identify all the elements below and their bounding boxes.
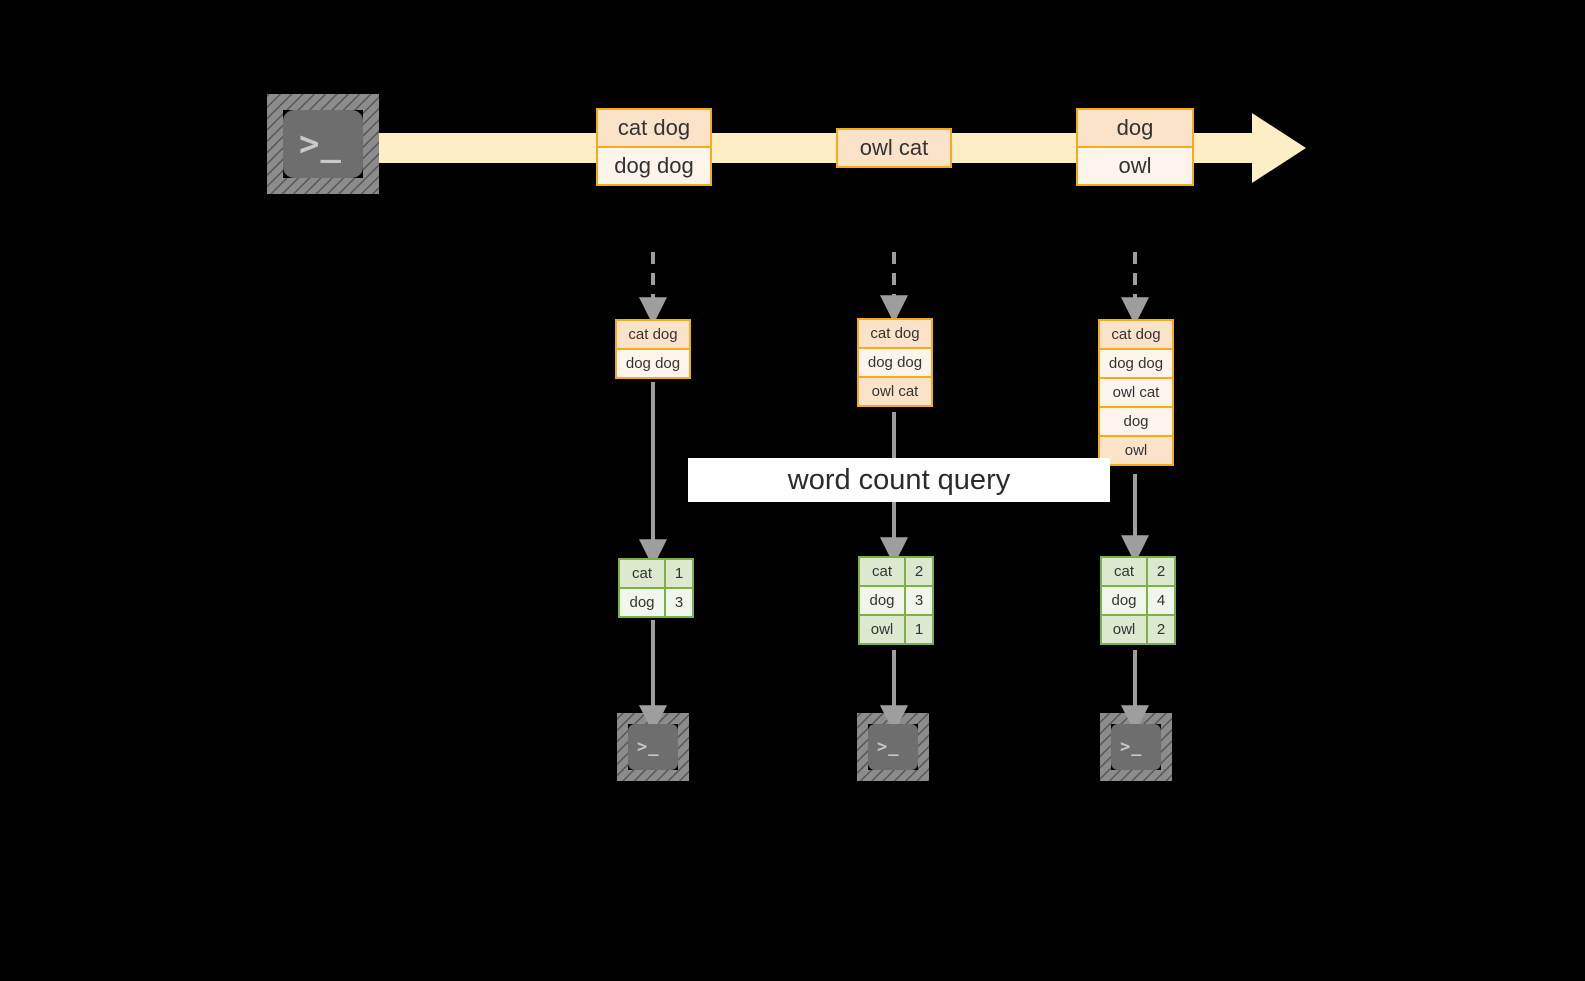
- stream-event-line: owl cat: [836, 128, 952, 168]
- result-table-row: dog 3: [858, 585, 934, 616]
- result-count: 4: [1146, 585, 1176, 616]
- result-word: cat: [618, 558, 666, 589]
- stream-event-line: owl: [1076, 146, 1194, 186]
- result-word: dog: [1100, 585, 1148, 616]
- stream-event-group-3: dog owl: [1076, 108, 1194, 186]
- stream-event-line: dog: [1076, 108, 1194, 148]
- result-word: cat: [858, 556, 906, 587]
- input-table-row: owl: [1098, 435, 1174, 466]
- result-table-row: dog 4: [1100, 585, 1176, 616]
- stream-event-line: cat dog: [596, 108, 712, 148]
- result-count: 1: [664, 558, 694, 589]
- terminal-prompt: >_: [1120, 737, 1143, 757]
- sink-terminal-icon-3: >_: [1111, 724, 1161, 770]
- terminal-prompt: >_: [637, 737, 660, 757]
- terminal-body: [283, 110, 363, 178]
- input-table-3: cat dog dog dog owl cat dog owl: [1098, 319, 1174, 466]
- stream-event-group-2: owl cat: [836, 128, 952, 168]
- result-table-row: cat 1: [618, 558, 694, 589]
- result-count: 2: [1146, 614, 1176, 645]
- input-table-row: dog dog: [1098, 348, 1174, 379]
- input-table-row: cat dog: [857, 318, 933, 349]
- result-word: owl: [858, 614, 906, 645]
- result-count: 1: [904, 614, 934, 645]
- result-table-row: cat 2: [858, 556, 934, 587]
- result-word: dog: [858, 585, 906, 616]
- result-word: dog: [618, 587, 666, 618]
- result-word: owl: [1100, 614, 1148, 645]
- input-table-row: dog: [1098, 406, 1174, 437]
- result-table-1: cat 1 dog 3: [618, 558, 694, 618]
- input-table-row: dog dog: [857, 347, 933, 378]
- input-table-row: cat dog: [615, 319, 691, 350]
- query-label-text: word count query: [787, 463, 1011, 496]
- result-count: 3: [664, 587, 694, 618]
- input-table-row: owl cat: [1098, 377, 1174, 408]
- result-table-row: cat 2: [1100, 556, 1176, 587]
- result-word: cat: [1100, 556, 1148, 587]
- stream-to-input-arrows: [639, 252, 1149, 326]
- sink-terminal-icon-1: >_: [628, 724, 678, 770]
- stream-event-line: dog dog: [596, 146, 712, 186]
- sink-terminal-icon-2: >_: [868, 724, 918, 770]
- result-count: 2: [1146, 556, 1176, 587]
- stream-event-group-1: cat dog dog dog: [596, 108, 712, 186]
- result-table-row: owl 2: [1100, 614, 1176, 645]
- source-terminal-icon: >_: [283, 110, 363, 178]
- result-count: 2: [904, 556, 934, 587]
- terminal-body: [868, 724, 918, 770]
- result-table-row: dog 3: [618, 587, 694, 618]
- input-table-2: cat dog dog dog owl cat: [857, 318, 933, 407]
- result-table-row: owl 1: [858, 614, 934, 645]
- result-table-3: cat 2 dog 4 owl 2: [1100, 556, 1176, 645]
- result-count: 3: [904, 585, 934, 616]
- terminal-body: [1111, 724, 1161, 770]
- input-table-row: cat dog: [1098, 319, 1174, 350]
- input-table-row: owl cat: [857, 376, 933, 407]
- result-table-2: cat 2 dog 3 owl 1: [858, 556, 934, 645]
- terminal-prompt: >_: [877, 737, 900, 757]
- terminal-body: [628, 724, 678, 770]
- input-table-1: cat dog dog dog: [615, 319, 691, 379]
- query-label: word count query: [688, 458, 1110, 502]
- terminal-prompt: >_: [299, 124, 342, 164]
- input-table-row: dog dog: [615, 348, 691, 379]
